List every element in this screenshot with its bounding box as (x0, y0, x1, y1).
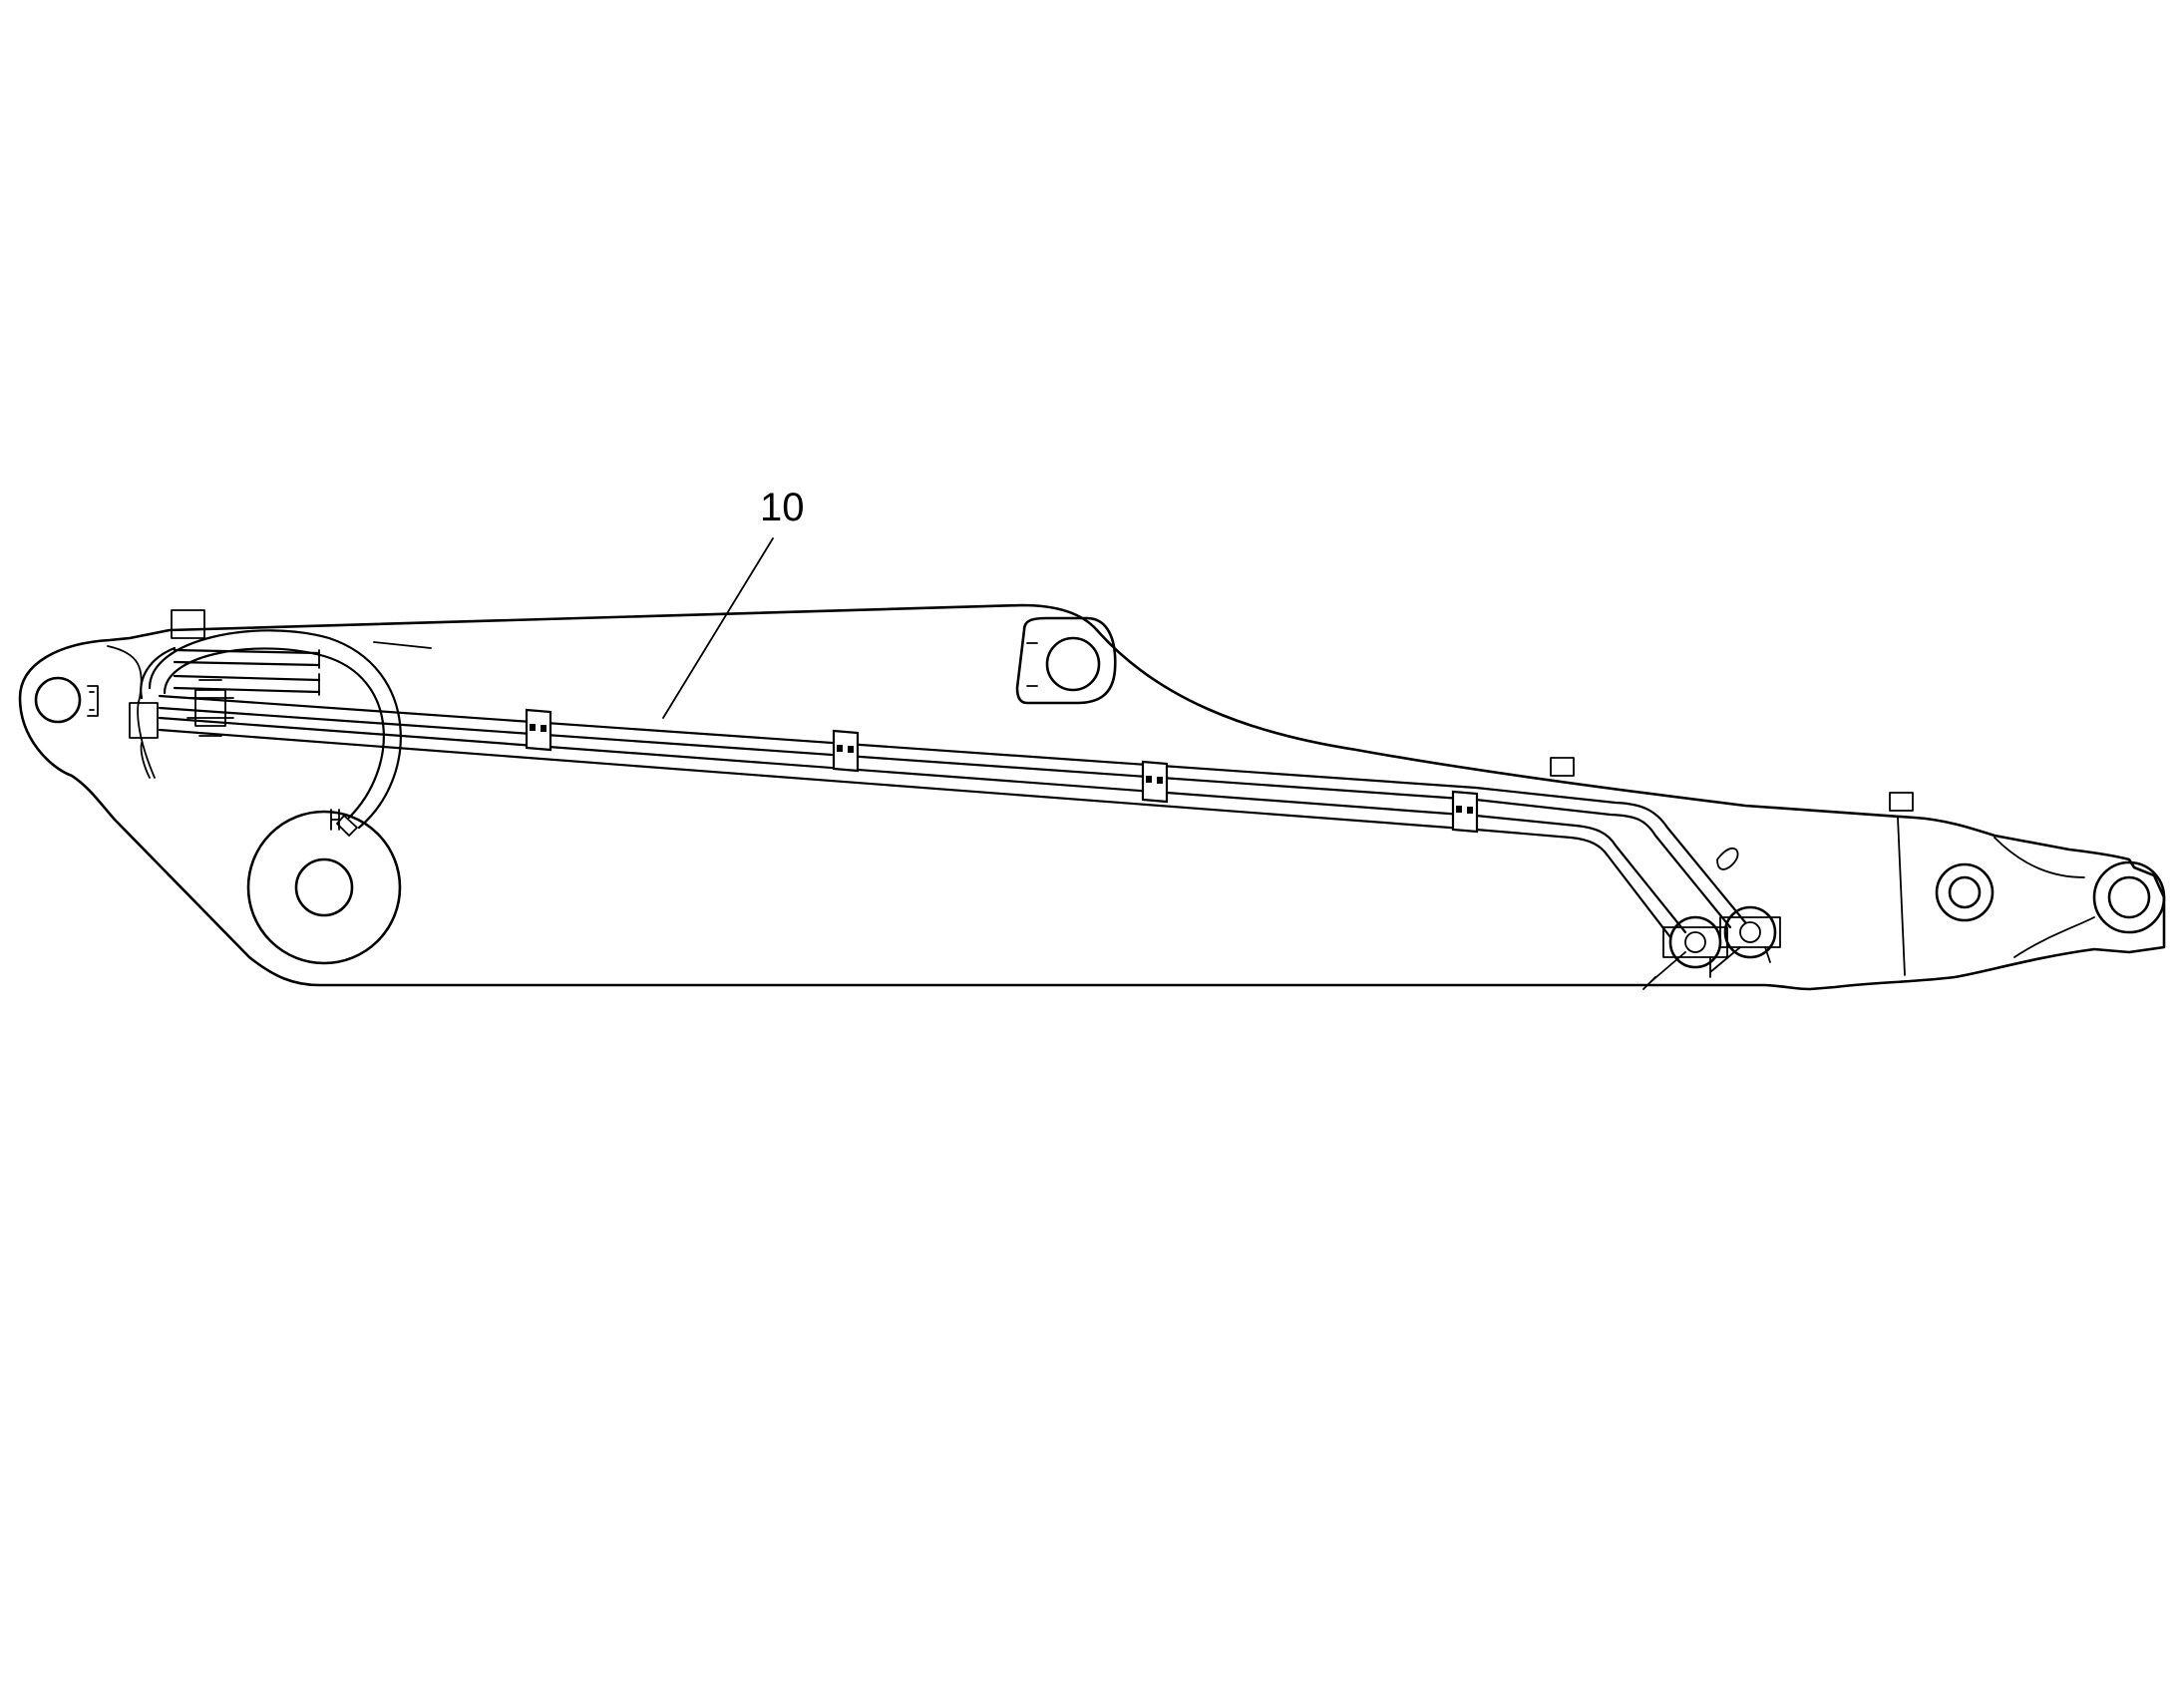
pipe-clamp (832, 729, 860, 773)
valve-block (1709, 905, 1781, 973)
pipe-clamp (525, 708, 552, 752)
callout-leader-line (662, 537, 774, 719)
valve-block (1642, 915, 1728, 990)
pipe-clamp (1141, 760, 1169, 804)
callout-10: 10 (662, 486, 805, 719)
boom-body (18, 603, 2166, 991)
hose-assembly (129, 629, 1781, 990)
callout-label: 10 (760, 486, 805, 529)
pipe-clamp (1451, 790, 1479, 834)
